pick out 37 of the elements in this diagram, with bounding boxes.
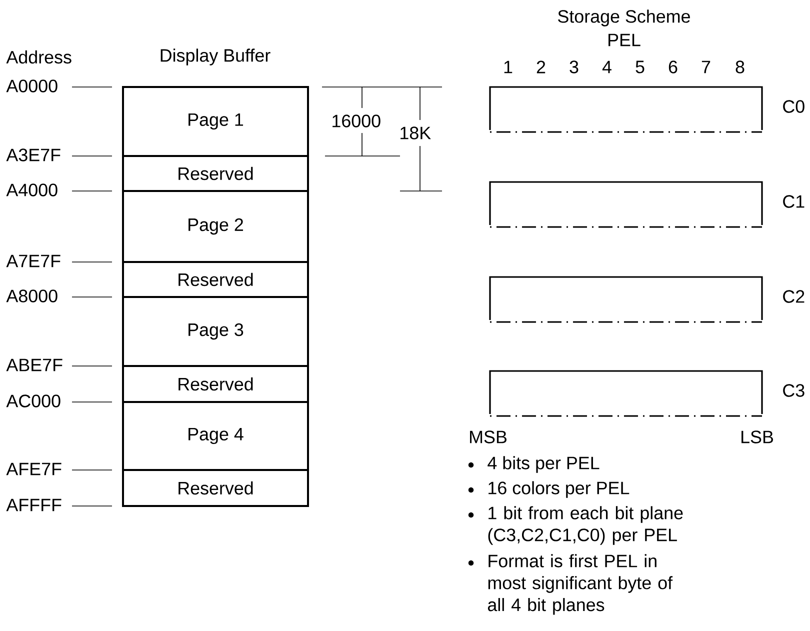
address-label: A4000 (6, 184, 58, 196)
memory-segment: Reserved (122, 469, 309, 507)
address-label: ABE7F (6, 358, 62, 372)
address-label: A7E7F (6, 254, 60, 268)
memory-segment: Reserved (122, 261, 309, 298)
bit-order-label: MSB (470, 430, 506, 444)
column-heading: Display Buffer (160, 48, 270, 66)
bullet-item: Format is first PEL in most significant byte of all 4 bit planes (488, 554, 673, 615)
bit-order-label: LSB (742, 430, 773, 444)
plane-box (489, 181, 763, 228)
bullet-item: 4 bits per PEL (488, 456, 600, 473)
address-label: AFE7F (6, 462, 62, 476)
memory-segment: Page 4 (122, 401, 309, 471)
address-label: A0000 (6, 80, 58, 92)
memory-segment: Reserved (122, 365, 309, 403)
column-heading: Address (6, 50, 72, 64)
dimension-value: 18K (400, 126, 431, 140)
memory-segment: Page 3 (122, 296, 309, 367)
bullet-item: 1 bit from each bit plane (C3,C2,C1,C0) per PEL (488, 506, 683, 545)
memory-segment: Page 1 (122, 86, 309, 157)
address-label: A3E7F (6, 148, 60, 162)
plane-label: C3 (783, 384, 804, 397)
section-heading: Storage Scheme (558, 10, 690, 26)
axis-title: PEL (608, 34, 640, 46)
dimension-value: 16000 (332, 114, 380, 128)
memory-segment: Reserved (122, 155, 309, 192)
plane-box (489, 276, 763, 323)
memory-segment: Page 2 (122, 190, 309, 263)
address-label: AFFFF (6, 498, 62, 512)
plane-box (489, 370, 763, 417)
plane-label: C1 (783, 195, 804, 208)
plane-box (489, 86, 763, 133)
bullet-item: 16 colors per PEL (488, 481, 630, 498)
address-label: AC000 (6, 394, 60, 408)
plane-label: C2 (783, 290, 804, 303)
address-label: A8000 (6, 290, 58, 302)
plane-label: C0 (783, 100, 804, 113)
